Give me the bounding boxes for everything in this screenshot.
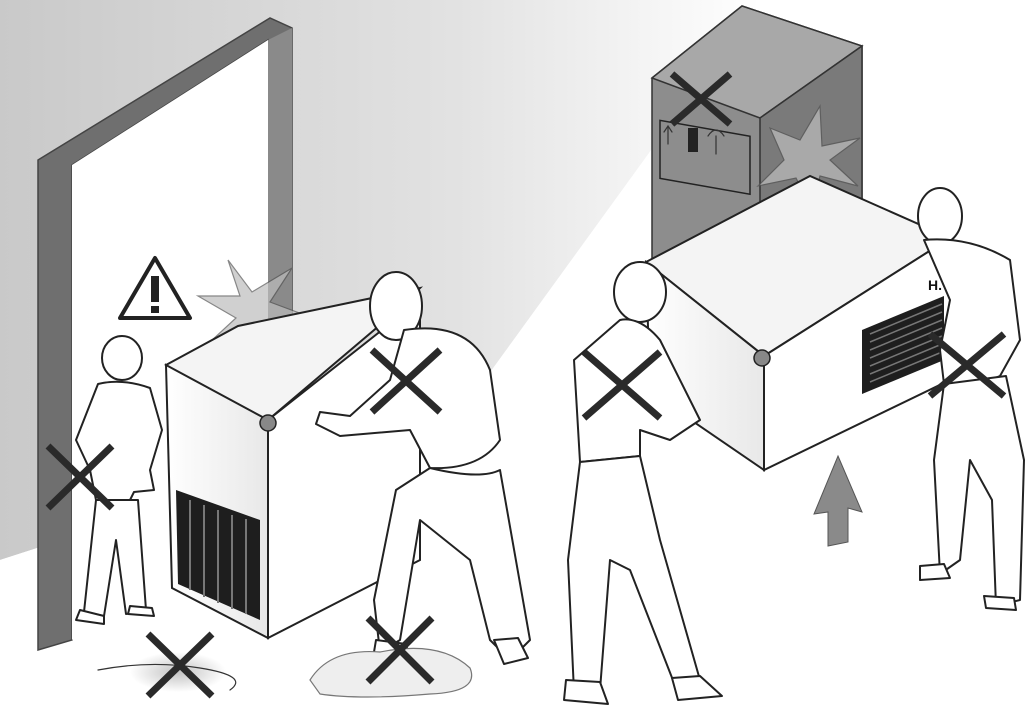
unit-badge: H. (928, 277, 942, 293)
